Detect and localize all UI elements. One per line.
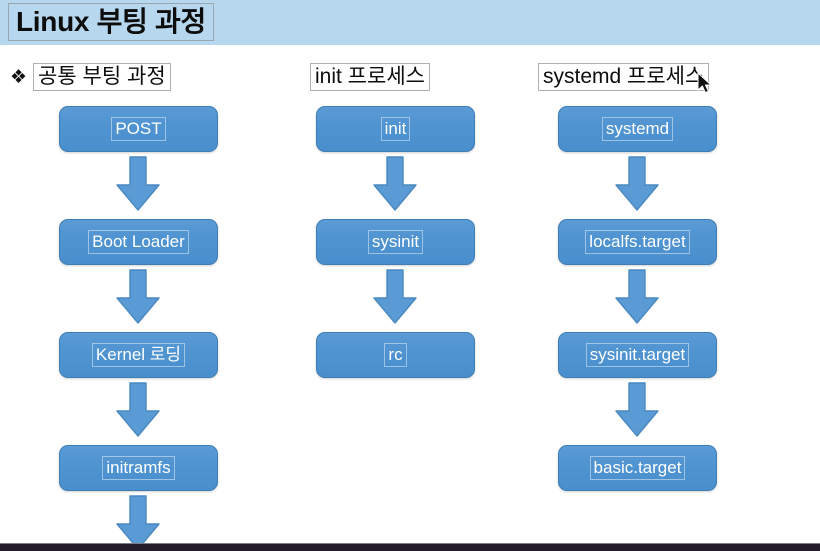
flow-box-label: POST [111,116,166,142]
flow-box-label: rc [384,342,407,368]
flow-arrow-down-icon [115,269,161,325]
column-heading-systemd-label: systemd 프로세스 [538,62,710,92]
flow-box-label: sysinit.target [585,342,690,368]
flow-box-label: initramfs [102,455,175,481]
flow-box-systemd-1: localfs.target [558,219,717,265]
flow-box-label: Kernel 로딩 [91,342,186,368]
flow-box-label: basic.target [589,455,686,481]
flow-box-label: systemd [601,116,674,142]
flow-arrow-down-icon [614,156,660,212]
flow-box-init-2: rc [316,332,475,378]
column-heading-systemd: systemd 프로세스 [538,62,710,92]
flow-box-label: init [380,116,411,142]
flow-box-common-3: initramfs [59,445,218,491]
column-heading-common-label: 공통 부팅 과정 [33,62,171,92]
flow-box-common-2: Kernel 로딩 [59,332,218,378]
column-heading-init: init 프로세스 [310,62,430,92]
flow-box-label: sysinit [367,229,424,255]
flow-arrow-down-icon [115,382,161,438]
flow-box-systemd-2: sysinit.target [558,332,717,378]
flow-arrow-down-icon [115,495,161,551]
flow-box-init-1: sysinit [316,219,475,265]
column-heading-init-label: init 프로세스 [310,62,430,92]
flow-arrow-down-icon [614,269,660,325]
flow-arrow-down-icon [614,382,660,438]
flow-arrow-down-icon [372,269,418,325]
flow-box-systemd-3: basic.target [558,445,717,491]
flow-box-label: Boot Loader [88,229,189,255]
page-title: Linux 부팅 과정 [8,3,214,41]
flow-arrow-down-icon [372,156,418,212]
flow-box-common-0: POST [59,106,218,152]
flow-box-init-0: init [316,106,475,152]
slide-header-band [0,0,820,45]
flow-box-systemd-0: systemd [558,106,717,152]
flow-box-common-1: Boot Loader [59,219,218,265]
bottom-bar [0,543,820,551]
flow-box-label: localfs.target [585,229,690,255]
diamond-bullet-icon: ❖ [10,66,28,88]
column-heading-common: ❖ 공통 부팅 과정 [10,62,171,92]
flow-arrow-down-icon [115,156,161,212]
